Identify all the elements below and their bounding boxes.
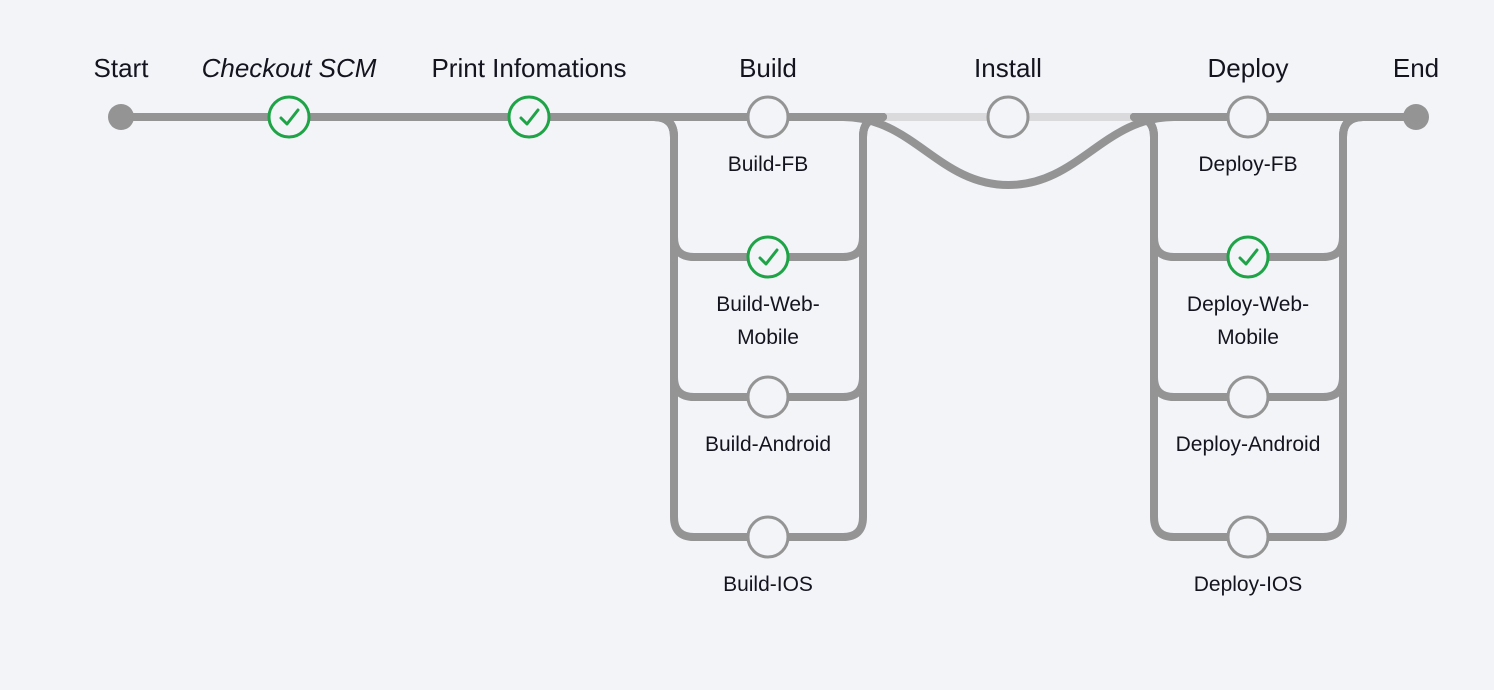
stage-title-install: Install <box>974 53 1042 83</box>
labels-layer: Start Checkout SCM Print Infomations BuildB… <box>94 53 1440 596</box>
success-status-icon <box>746 235 790 279</box>
terminal-dot-icon <box>1403 104 1429 130</box>
branch-label-build-ios: Build-IOS <box>723 573 813 596</box>
stage-title-checkout-scm: Checkout SCM <box>202 53 377 83</box>
stage-title-print-infomations: Print Infomations <box>431 53 626 83</box>
branch-label-deploy-web-mobile: Mobile <box>1217 326 1279 349</box>
branch-label-build-android: Build-Android <box>705 433 831 456</box>
pending-status-icon <box>1226 375 1270 419</box>
pending-status-icon <box>746 515 790 559</box>
stage-title-deploy: Deploy <box>1208 53 1289 83</box>
branch-label-deploy-ios: Deploy-IOS <box>1194 573 1303 596</box>
stage-node-end <box>1403 104 1429 130</box>
pending-status-icon <box>1226 515 1270 559</box>
pending-status-icon <box>1226 95 1270 139</box>
branch-node-build-fb[interactable] <box>746 95 790 139</box>
branch-label-deploy-fb: Deploy-FB <box>1198 153 1297 176</box>
checkmark-icon <box>279 108 300 126</box>
checkmark-icon <box>758 248 779 266</box>
stage-node-install[interactable] <box>986 95 1030 139</box>
pending-status-icon <box>746 95 790 139</box>
branch-label-deploy-android: Deploy-Android <box>1176 433 1321 456</box>
branch-label-build-web-mobile: Build-Web- <box>716 293 819 316</box>
success-status-icon <box>507 95 551 139</box>
pending-status-icon <box>746 375 790 419</box>
terminal-dot-icon <box>108 104 134 130</box>
branch-node-build-ios[interactable] <box>746 515 790 559</box>
stage-node-checkout-scm[interactable] <box>267 95 311 139</box>
branch-node-deploy-ios[interactable] <box>1226 515 1270 559</box>
branch-node-deploy-web-mobile[interactable] <box>1226 235 1270 279</box>
stage-title-end: End <box>1393 53 1439 83</box>
checkmark-icon <box>519 108 540 126</box>
branch-label-build-fb: Build-FB <box>728 153 809 176</box>
checkmark-icon <box>1238 248 1259 266</box>
stage-title-build: Build <box>739 53 797 83</box>
branch-node-deploy-fb[interactable] <box>1226 95 1270 139</box>
branch-node-build-android[interactable] <box>746 375 790 419</box>
stage-title-start: Start <box>94 53 150 83</box>
stage-node-print-infomations[interactable] <box>507 95 551 139</box>
success-status-icon <box>1226 235 1270 279</box>
stage-node-start <box>108 104 134 130</box>
branch-label-build-web-mobile: Mobile <box>737 326 799 349</box>
branch-label-deploy-web-mobile: Deploy-Web- <box>1187 293 1309 316</box>
branch-node-build-web-mobile[interactable] <box>746 235 790 279</box>
skipped-status-icon <box>986 95 1030 139</box>
success-status-icon <box>267 95 311 139</box>
nodes-layer <box>108 95 1429 559</box>
track-bypass-install <box>839 113 1178 189</box>
branch-node-deploy-android[interactable] <box>1226 375 1270 419</box>
